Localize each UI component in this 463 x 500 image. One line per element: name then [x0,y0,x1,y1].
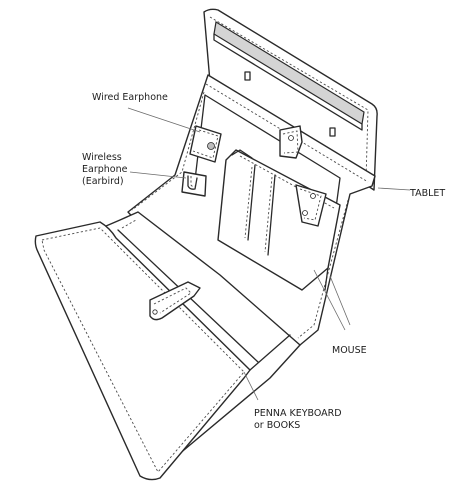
leader-keyboard [243,371,259,401]
leader-mouse-2 [329,275,351,326]
leader-wired [127,107,201,133]
top-flap [203,8,378,191]
label-wireless-1: Wireless [82,152,122,163]
center-pocket [217,149,341,291]
label-keyboard-2: or BOOKS [254,420,300,431]
leader-mouse-1 [313,269,346,331]
leader-wireless [129,171,187,179]
wired-earphone-pocket [189,125,222,163]
mouse-strap [295,184,327,227]
label-mouse: MOUSE [332,345,367,356]
label-tablet: TABLET [409,188,445,199]
label-keyboard-1: PENNA KEYBOARD [254,408,342,419]
leader-tablet [377,187,411,191]
lower-strap [149,281,201,321]
wireless-earphone-holder [181,171,207,197]
label-wireless-3: (Earbird) [82,176,124,187]
label-wired-earphone: Wired Earphone [92,92,168,103]
leader-lines [127,107,411,401]
snap-button-icon [207,142,215,150]
label-wireless-2: Earphone [82,164,128,175]
upper-strap [279,125,303,159]
